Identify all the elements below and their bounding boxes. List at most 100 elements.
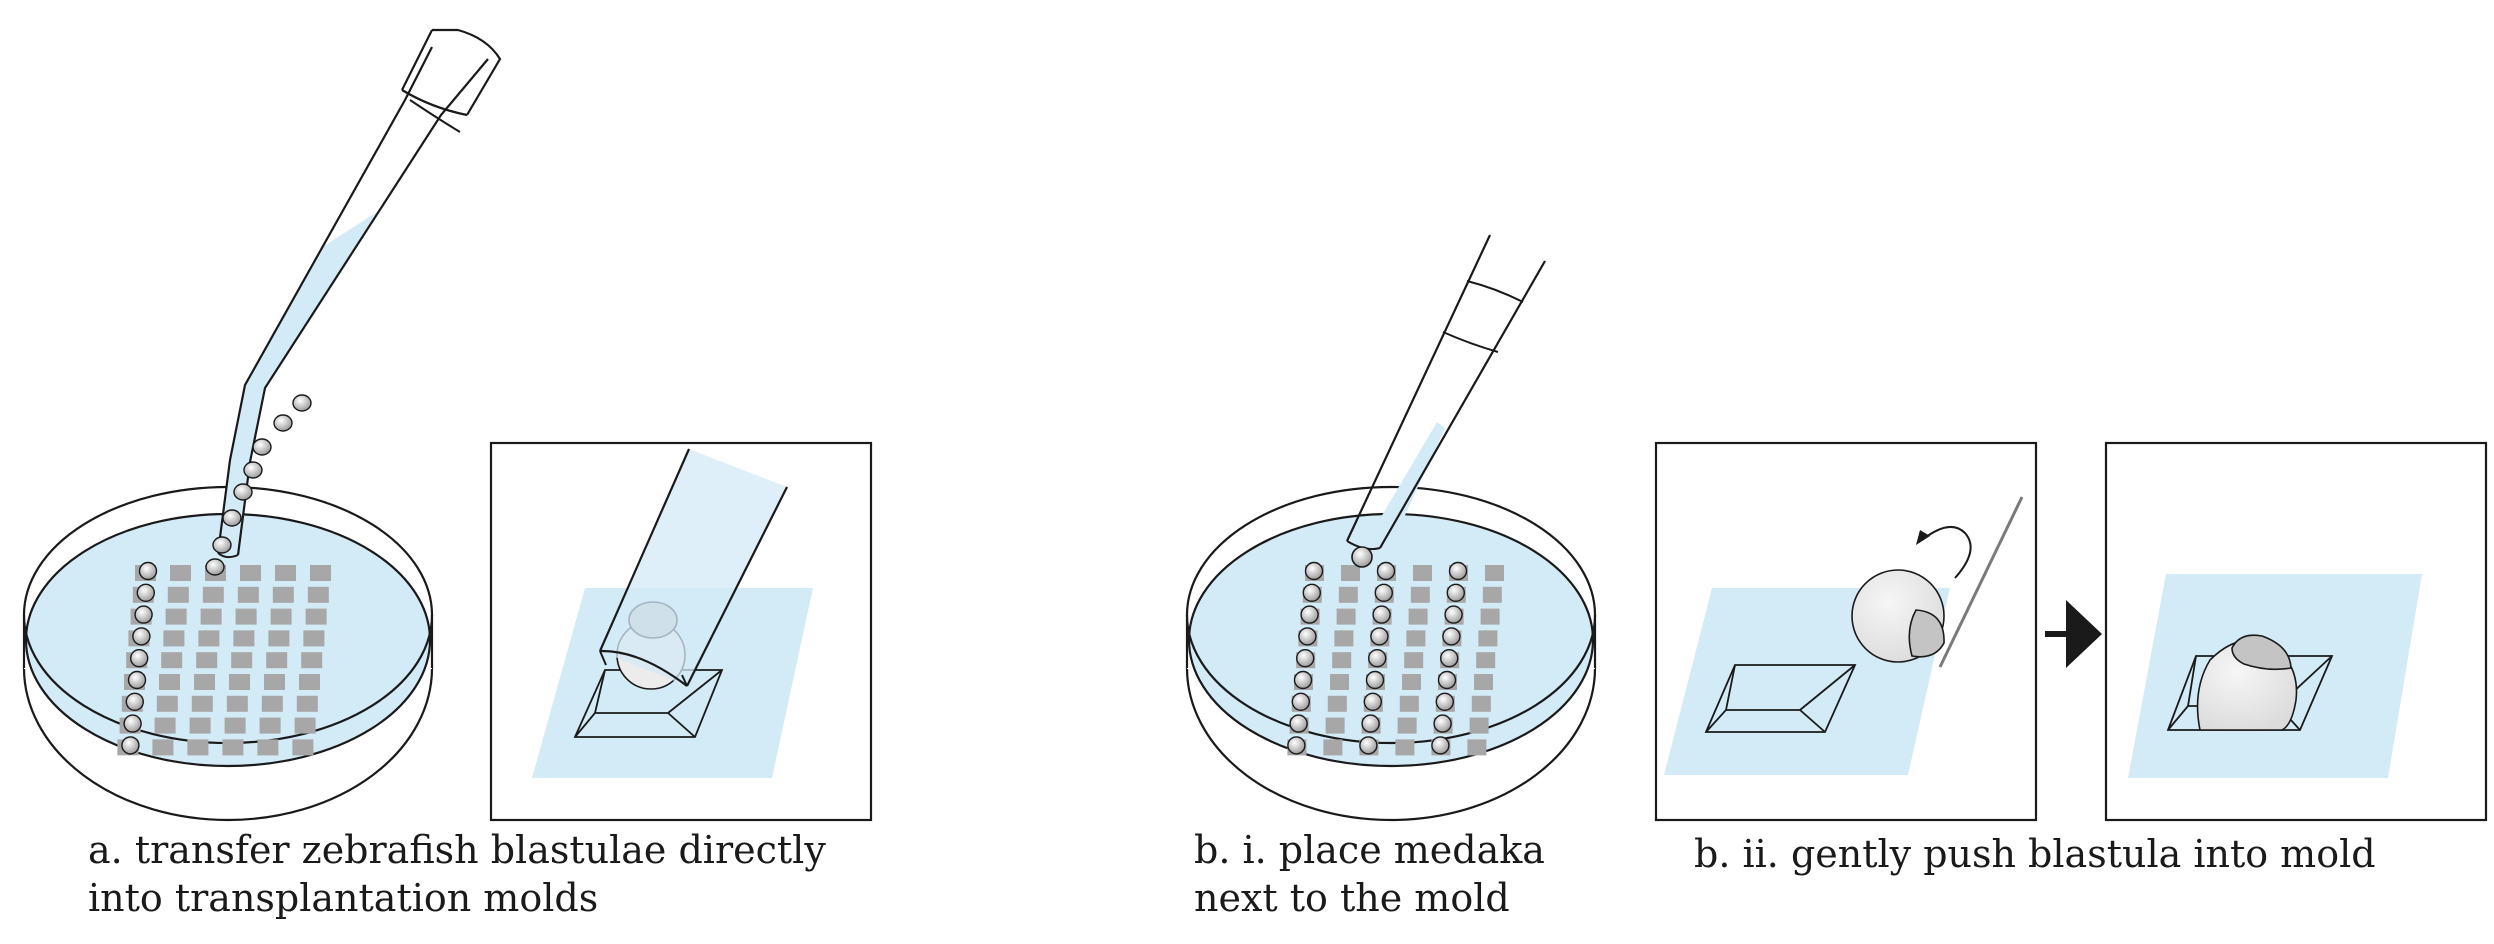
embryo-columns-b xyxy=(1287,561,1468,755)
mold-well xyxy=(294,717,316,734)
embryo-column-a xyxy=(121,561,158,755)
mold-well xyxy=(1406,630,1426,647)
embryo xyxy=(121,736,140,755)
mold-well xyxy=(1332,652,1352,669)
pipette-tip-inset-a xyxy=(598,448,788,687)
embryo xyxy=(127,670,147,690)
inset-b-ii-before xyxy=(1654,441,2038,822)
mold-well xyxy=(154,717,176,734)
mold-well xyxy=(240,565,261,581)
mold-well xyxy=(229,674,250,690)
mold-well xyxy=(266,652,288,669)
mold-well xyxy=(307,586,329,603)
caption-b-i: b. i. place medaka next to the mold xyxy=(1194,828,1545,920)
mold-well xyxy=(1402,674,1421,690)
embryo xyxy=(212,536,232,554)
embryo xyxy=(1365,670,1385,690)
mold-well xyxy=(1397,717,1417,734)
embryo xyxy=(1437,670,1457,690)
embryo xyxy=(1298,627,1317,646)
embryo xyxy=(1289,714,1308,733)
mold-well xyxy=(296,695,318,712)
embryo xyxy=(1448,561,1468,581)
mold-well xyxy=(1341,565,1360,581)
embryo xyxy=(273,414,293,432)
embryo xyxy=(1361,714,1380,733)
embryo xyxy=(129,649,149,668)
mold-well xyxy=(1336,608,1356,625)
mold-well xyxy=(259,717,281,734)
embryo xyxy=(134,605,153,624)
mold-well xyxy=(1399,695,1419,712)
mold-well xyxy=(202,586,224,603)
mold-well xyxy=(224,717,246,734)
mold-well xyxy=(275,565,296,581)
mold-well xyxy=(231,652,253,669)
embryo xyxy=(1370,627,1389,646)
mold-well xyxy=(1476,652,1496,669)
mold-well xyxy=(292,739,314,756)
mold-well xyxy=(272,586,294,603)
embryo xyxy=(1446,583,1466,602)
mold-well xyxy=(165,608,187,625)
mold-well xyxy=(1323,739,1343,756)
mold-well xyxy=(270,608,292,625)
mold-well xyxy=(257,739,279,756)
needle-pipette xyxy=(1346,234,1546,568)
mold-well xyxy=(305,608,327,625)
mold-well xyxy=(1482,586,1502,603)
embryo xyxy=(205,558,225,576)
mold-well xyxy=(310,565,331,581)
push-tool xyxy=(1938,496,2024,668)
mold-well xyxy=(222,739,244,756)
mold-well xyxy=(1471,695,1491,712)
embryo xyxy=(1295,649,1315,668)
mold-well xyxy=(1478,630,1498,647)
embryo xyxy=(292,394,312,412)
mold-well xyxy=(191,695,213,712)
arrow-right-icon xyxy=(2045,600,2102,668)
embryo xyxy=(1367,649,1387,668)
mold-well xyxy=(187,739,209,756)
mold-well xyxy=(233,630,255,647)
embryo xyxy=(1439,649,1459,668)
embryo xyxy=(1444,605,1463,624)
mold-well xyxy=(200,608,222,625)
embryo xyxy=(1433,714,1452,733)
blastula-b-after xyxy=(2196,634,2298,731)
mold-well xyxy=(1469,717,1489,734)
mold-well xyxy=(1467,739,1487,756)
embryos-in-pipette xyxy=(205,394,312,576)
mold-well xyxy=(235,608,257,625)
caption-a: a. transfer zebrafish blastulae directly… xyxy=(88,828,826,920)
blastula-b-before xyxy=(1851,569,1945,663)
mold-well xyxy=(189,717,211,734)
mold-well xyxy=(170,565,191,581)
panel-b-i xyxy=(1185,234,1597,822)
mold-well xyxy=(1408,608,1428,625)
mold-well xyxy=(1404,652,1424,669)
mold-well xyxy=(163,630,185,647)
embryo xyxy=(1442,627,1461,646)
mold-well xyxy=(1395,739,1415,756)
embryo xyxy=(132,627,151,646)
mold-well xyxy=(1480,608,1500,625)
embryo xyxy=(1374,583,1394,602)
embryo xyxy=(1363,692,1383,711)
mold-well xyxy=(196,652,218,669)
embryo xyxy=(243,461,263,479)
embryo xyxy=(1287,736,1306,755)
mold-well xyxy=(156,695,178,712)
rotate-arrow-icon xyxy=(1916,525,1972,579)
embryo xyxy=(1293,670,1313,690)
inset-b-ii-after xyxy=(2104,441,2488,822)
inset-a xyxy=(489,441,873,822)
mold-well xyxy=(1325,717,1345,734)
mold-well xyxy=(1474,674,1493,690)
transfer-pipette xyxy=(216,28,502,559)
mold-well xyxy=(1334,630,1354,647)
embryo xyxy=(123,714,142,733)
mold-well xyxy=(226,695,248,712)
mold-well xyxy=(1330,674,1349,690)
embryo xyxy=(1291,692,1311,711)
